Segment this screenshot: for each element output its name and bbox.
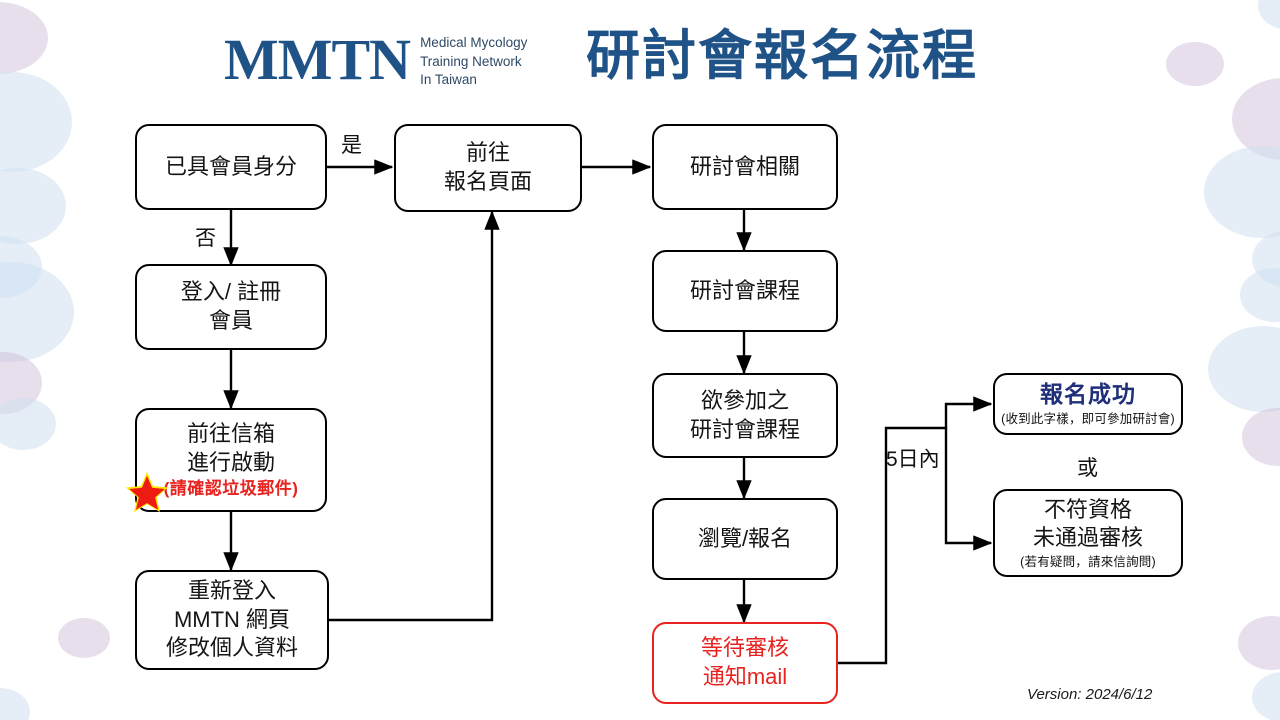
edge-await-to-success bbox=[838, 396, 993, 665]
edge-relogin-to-signup bbox=[329, 210, 500, 622]
logo-subtitle: Medical Mycology Training Network In Tai… bbox=[420, 30, 527, 90]
node-line: 前往 bbox=[465, 140, 510, 166]
node-line: 重新登入 bbox=[187, 578, 276, 604]
node-await-review[interactable]: 等待審核 通知mail bbox=[652, 622, 838, 704]
node-relogin-profile[interactable]: 重新登入 MMTN 網頁 修改個人資料 bbox=[135, 570, 329, 670]
node-line: 進行啟動 bbox=[186, 449, 275, 475]
node-line: 研討會課程 bbox=[689, 277, 800, 303]
node-line: 不符資格 bbox=[1043, 496, 1132, 522]
node-go-signup-page[interactable]: 前往 報名頁面 bbox=[394, 124, 582, 212]
node-browse-signup[interactable]: 瀏覽/報名 bbox=[652, 498, 838, 580]
node-line: 等待審核 bbox=[700, 635, 789, 661]
edge-label-within-5-days: 5日內 bbox=[886, 448, 940, 471]
node-line: 前往信箱 bbox=[186, 421, 275, 447]
edge-label-no: 否 bbox=[195, 227, 216, 250]
logo-subtitle-line-1: Medical Mycology bbox=[420, 35, 528, 50]
node-signup-success[interactable]: 報名成功 (收到此字樣，即可參加研討會) bbox=[993, 373, 1183, 435]
node-line: 研討會課程 bbox=[689, 416, 800, 442]
mmtn-logo: MMTN Medical Mycology Training Network I… bbox=[224, 30, 527, 90]
node-seminar-related[interactable]: 研討會相關 bbox=[652, 124, 838, 210]
node-line: 已具會員身分 bbox=[164, 153, 297, 179]
node-line: 欲參加之 bbox=[700, 387, 789, 413]
logo-wordmark: MMTN bbox=[224, 26, 411, 92]
node-seminar-course[interactable]: 研討會課程 bbox=[652, 250, 838, 332]
node-not-qualified[interactable]: 不符資格 未通過審核 (若有疑問，請來信詢問) bbox=[993, 489, 1183, 577]
node-line: 報名頁面 bbox=[443, 169, 532, 194]
page-title: 研討會報名流程 bbox=[586, 26, 978, 86]
edge-await-to-rejected bbox=[944, 428, 993, 551]
rejected-note: (若有疑問，請來信詢問) bbox=[1020, 554, 1156, 569]
edge-label-or: 或 bbox=[1077, 457, 1098, 480]
logo-subtitle-line-3: In Taiwan bbox=[420, 72, 477, 88]
node-line: 瀏覽/報名 bbox=[697, 525, 793, 551]
version-label: Version: 2024/6/12 bbox=[1027, 686, 1153, 703]
node-line: 修改個人資料 bbox=[165, 635, 298, 661]
spam-folder-warning: (請確認垃圾郵件) bbox=[163, 478, 299, 498]
node-line: MMTN 網頁 bbox=[173, 606, 291, 632]
node-member-status[interactable]: 已具會員身分 bbox=[135, 124, 327, 210]
node-line: 報名成功 bbox=[1040, 381, 1136, 408]
node-line: 通知mail bbox=[702, 664, 788, 689]
logo-subtitle-line-2: Training Network bbox=[420, 53, 522, 69]
success-note: (收到此字樣，即可參加研討會) bbox=[1001, 412, 1175, 427]
node-login-register[interactable]: 登入/ 註冊 會員 bbox=[135, 264, 327, 350]
node-line: 會員 bbox=[208, 308, 253, 333]
node-desired-course[interactable]: 欲參加之 研討會課程 bbox=[652, 373, 838, 458]
node-line: 登入/ 註冊 bbox=[180, 279, 282, 305]
node-activate-mail[interactable]: 前往信箱 進行啟動 (請確認垃圾郵件) bbox=[135, 408, 327, 512]
node-line: 未通過審核 bbox=[1032, 525, 1143, 551]
star-icon bbox=[125, 471, 169, 513]
node-line: 研討會相關 bbox=[689, 153, 800, 179]
edge-label-yes: 是 bbox=[341, 134, 362, 157]
